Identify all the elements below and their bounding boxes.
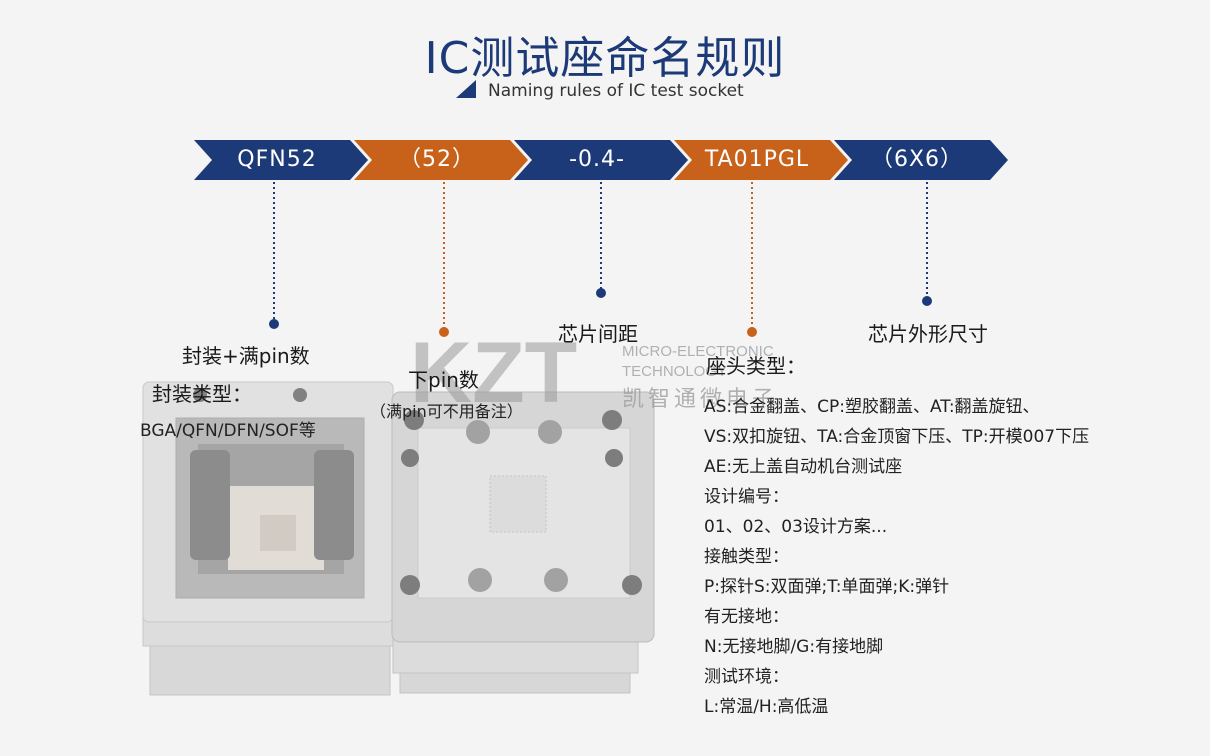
info-line: AS:合金翻盖、CP:塑胶翻盖、AT:翻盖旋钮、 xyxy=(704,397,1040,417)
info-section-title: 接触类型： xyxy=(704,547,789,567)
dot-marker-icon xyxy=(747,327,757,337)
chevron-arrow-icon xyxy=(354,140,528,180)
segment-socket-type: TA01PGL xyxy=(674,140,848,180)
segment-code: -0.4- xyxy=(569,147,625,172)
segment-code: TA01PGL xyxy=(704,147,810,172)
segment-chip-size: （6X6） xyxy=(834,140,1008,180)
label-lower-pin-note: （满pin可不用备注） xyxy=(370,402,523,421)
info-socket-type-title: 座头类型： xyxy=(706,354,806,378)
watermark-line3: 凯智通微电子 xyxy=(622,387,778,412)
chevron-arrow-icon xyxy=(514,140,688,180)
label-package-pin: 封装+满pin数 xyxy=(182,344,310,368)
segment-lower-pin: （52） xyxy=(354,140,528,180)
right-socket-illustration xyxy=(391,391,655,694)
dot-marker-icon xyxy=(922,296,932,306)
info-line: AE:无上盖自动机台测试座 xyxy=(704,457,903,477)
info-section-title: 测试环境： xyxy=(704,667,789,687)
segment-code: QFN52 xyxy=(237,147,317,172)
dot-marker-icon xyxy=(269,319,279,329)
kzt-watermark: KZT MICRO-ELECTRONIC TECHNOLOGY 凯智通微电子 xyxy=(410,330,778,420)
chevron-arrow-icon xyxy=(834,140,1008,180)
label-chip-pitch: 芯片间距 xyxy=(558,322,638,346)
info-section-title: 有无接地： xyxy=(704,607,789,627)
dot-marker-icon xyxy=(439,327,449,337)
triangle-icon xyxy=(456,80,476,98)
watermark-logo: KZT xyxy=(410,330,577,420)
watermark-line2: TECHNOLOGY xyxy=(622,363,727,380)
watermark-line1: MICRO-ELECTRONIC xyxy=(622,343,774,360)
info-section-title: 设计编号： xyxy=(704,487,789,507)
info-line: 01、02、03设计方案... xyxy=(704,517,888,537)
segment-code: （6X6） xyxy=(870,147,964,172)
label-chip-size: 芯片外形尺寸 xyxy=(868,322,988,346)
label-package-type-title: 封装类型： xyxy=(152,382,252,406)
segment-package-pin: QFN52 xyxy=(194,140,368,180)
label-lower-pin: 下pin数 xyxy=(408,368,479,392)
info-line: N:无接地脚/G:有接地脚 xyxy=(704,637,884,657)
chevron-arrow-icon xyxy=(194,140,368,180)
dot-marker-icon xyxy=(596,288,606,298)
info-line: L:常温/H:高低温 xyxy=(704,697,829,717)
chevron-arrow-icon xyxy=(674,140,848,180)
segment-code: （52） xyxy=(399,147,475,172)
page-title: IC测试座命名规则 xyxy=(424,33,786,84)
info-line: VS:双扣旋钮、TA:合金顶窗下压、TP:开模007下压 xyxy=(704,427,1090,447)
left-socket-illustration xyxy=(142,381,394,696)
label-package-types: BGA/QFN/DFN/SOF等 xyxy=(140,421,316,441)
segment-pitch: -0.4- xyxy=(514,140,688,180)
page-subtitle: Naming rules of IC test socket xyxy=(488,81,744,101)
info-line: P:探针S:双面弹;T:单面弹;K:弹针 xyxy=(704,577,950,597)
